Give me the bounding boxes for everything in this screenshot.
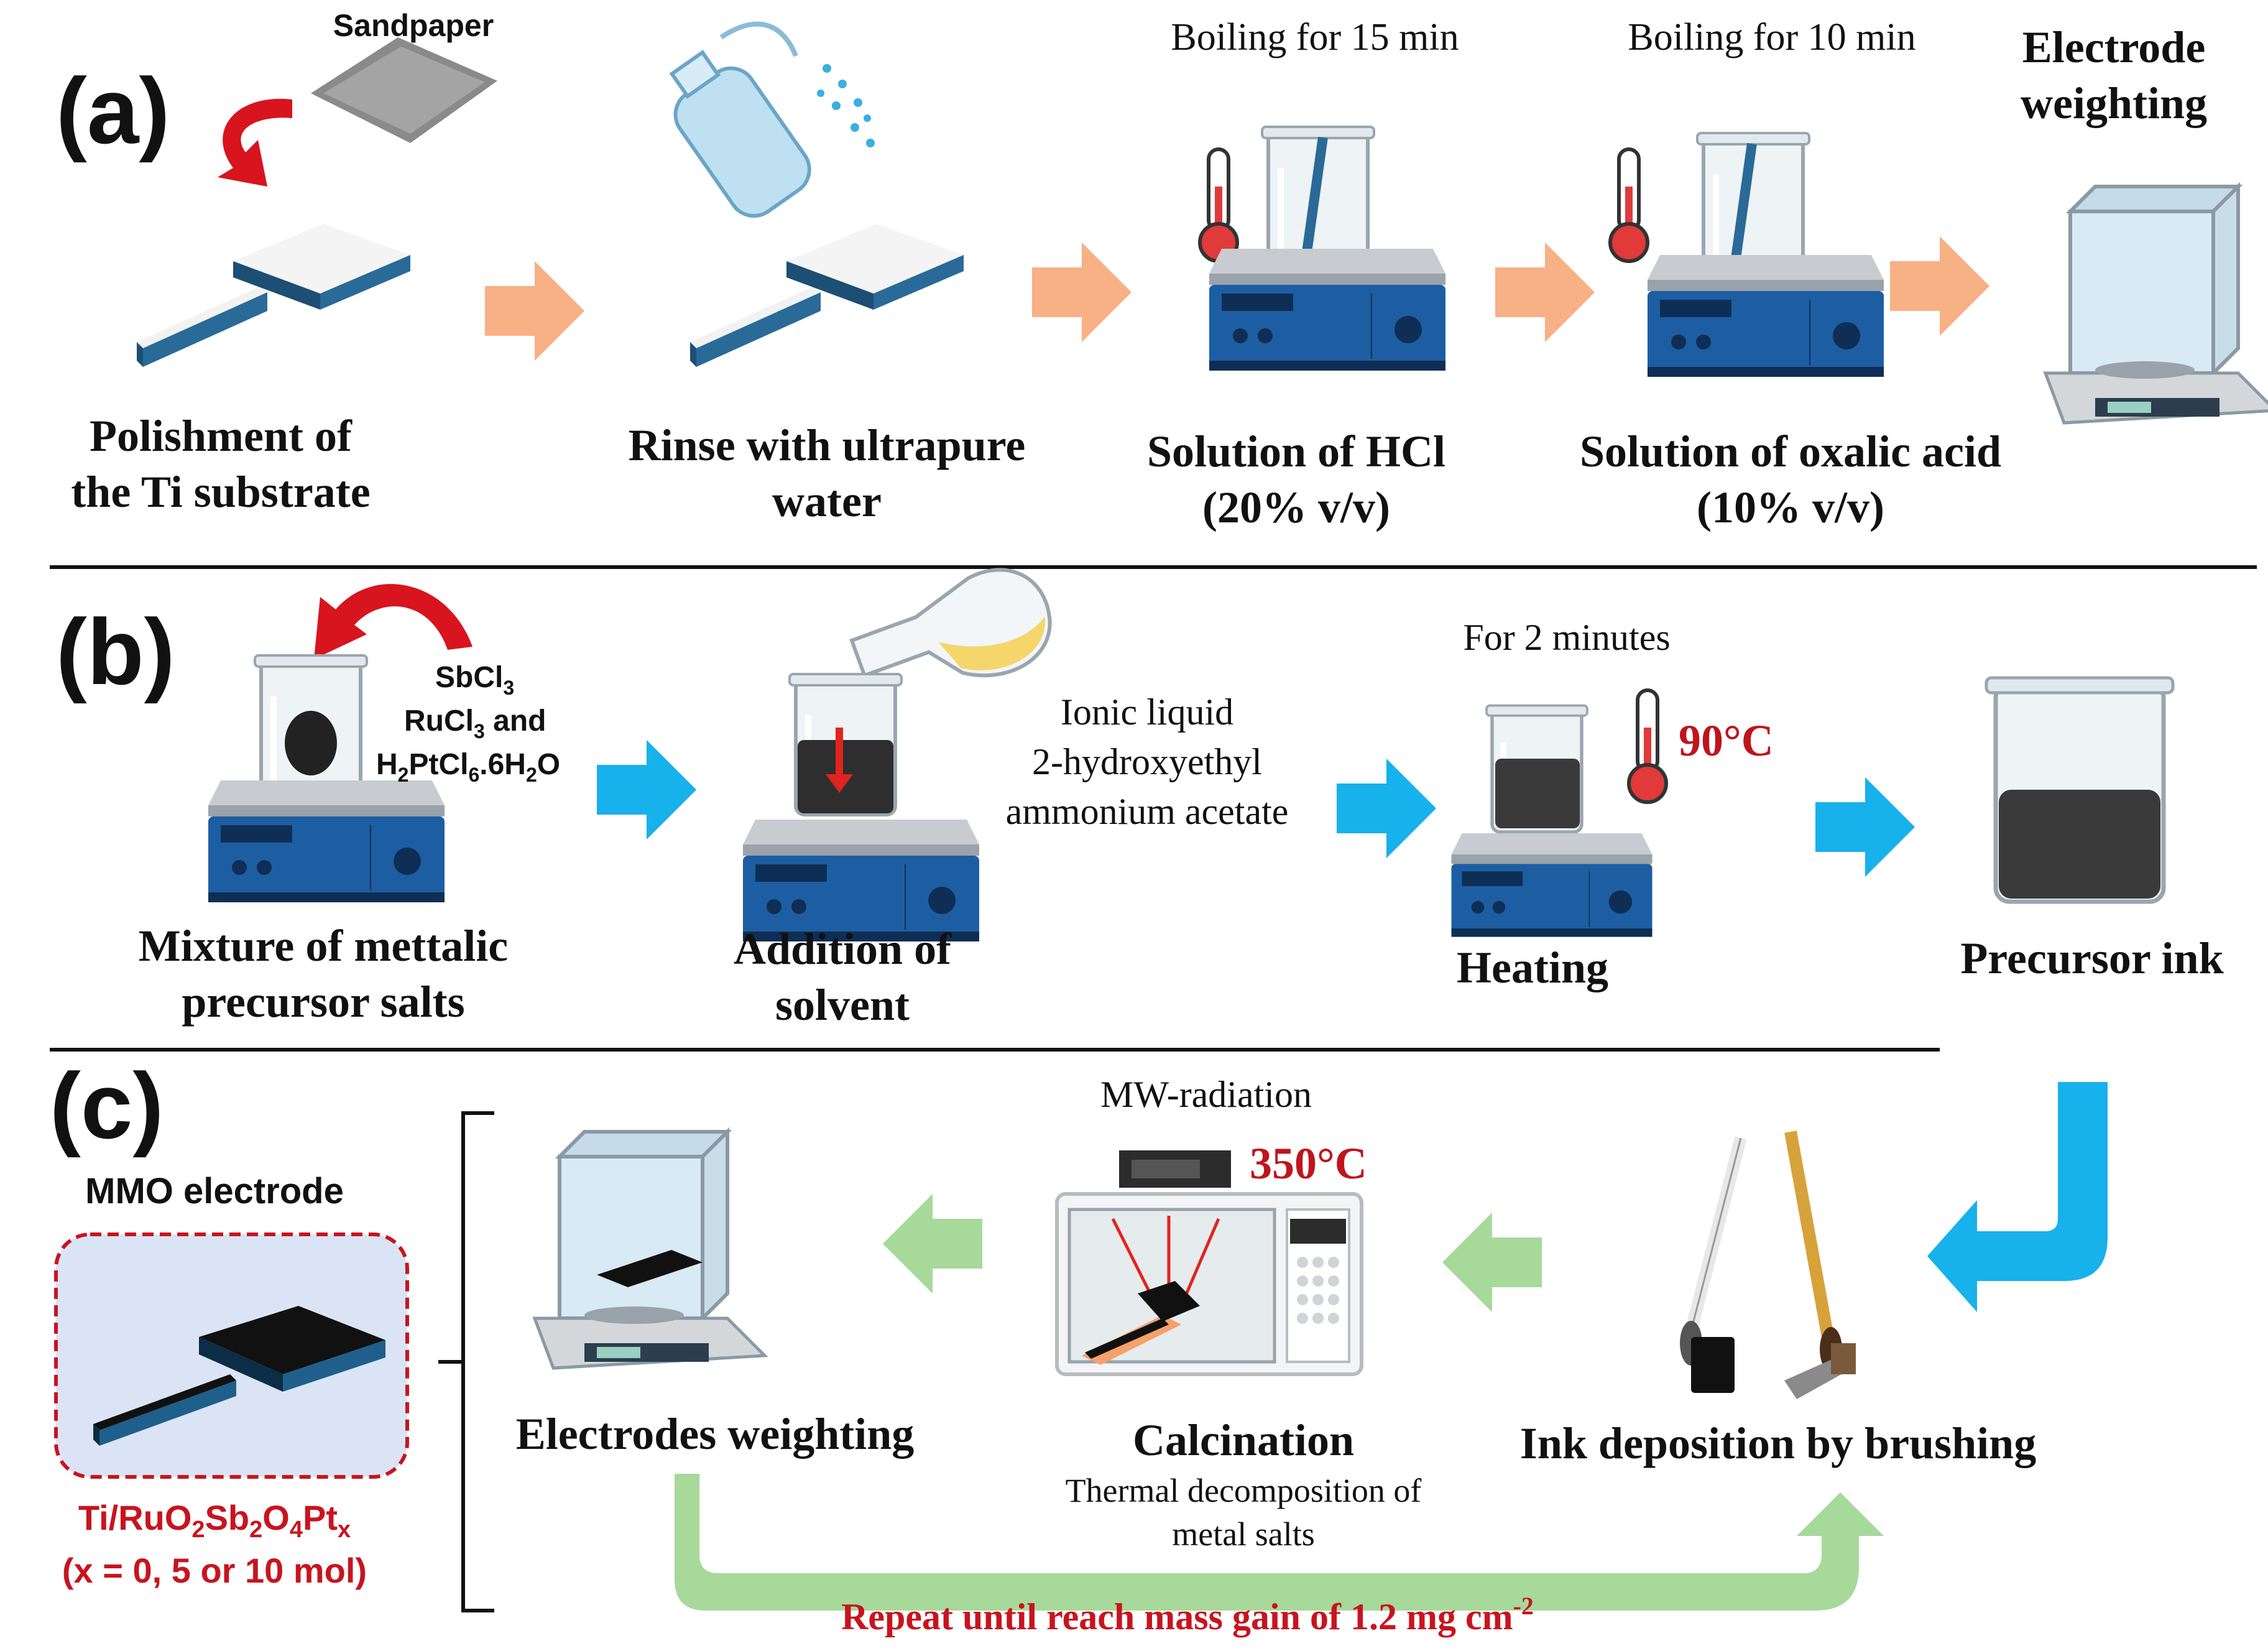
- step-hcl-line1: Solution of HCl: [1147, 427, 1445, 476]
- flask-icon: [849, 568, 1052, 678]
- bracket: [438, 1111, 494, 1612]
- step-mixture-line1: Mixture of mettalic: [139, 921, 508, 971]
- step-oxalic-line1: Solution of oxalic acid: [1580, 427, 2001, 476]
- hotplate-stirrer-icon: [1451, 833, 1653, 937]
- step-solvent-line1: Addition of: [734, 924, 952, 974]
- panel-label-b: (b): [56, 599, 175, 704]
- red-arrow-icon: [218, 98, 292, 187]
- hotplate-stirrer-icon: [1209, 249, 1445, 371]
- repeat-label: Repeat until reach mass gain of 1.2 mg c…: [841, 1592, 1534, 1637]
- arrow-b3: [1815, 777, 1915, 877]
- mmo-formula: Ti/RuO2Sb2O4Ptx: [78, 1498, 351, 1543]
- ink-liquid: [1495, 759, 1580, 828]
- arrow-a4: [1890, 236, 1989, 336]
- step-polishment-line2: the Ti substrate: [71, 467, 370, 517]
- step-rinse-line2: water: [772, 476, 882, 526]
- arrow-b1: [597, 740, 696, 839]
- step-solvent-line2: solvent: [775, 980, 910, 1030]
- step-precursor-ink: Precursor ink: [1960, 933, 2223, 983]
- electrode-weighting-line1: Electrode: [2022, 22, 2206, 72]
- step-polishment-line1: Polishment of: [90, 411, 353, 461]
- arrow-b-to-c: [1927, 1082, 2108, 1312]
- arrow-a3: [1495, 243, 1595, 342]
- hotplate-stirrer-icon: [1648, 255, 1884, 377]
- mmo-electrode-icon: [597, 1250, 703, 1287]
- calcination-temp-label: 350°C: [1250, 1139, 1367, 1188]
- svg-text:RuCl3 and: RuCl3 and: [404, 705, 546, 742]
- thermometer-icon: [1629, 690, 1666, 802]
- for-2-minutes-label: For 2 minutes: [1463, 617, 1670, 658]
- analytical-balance-icon: [2045, 187, 2268, 423]
- heating-temp-label: 90°C: [1679, 716, 1774, 765]
- red-arrow-icon: [836, 728, 843, 777]
- svg-text:H2PtCl6.6H2O: H2PtCl6.6H2O: [376, 748, 560, 786]
- panel-label-c: (c): [50, 1053, 164, 1158]
- sandpaper-label: Sandpaper: [333, 8, 494, 43]
- arrow-b2: [1337, 759, 1436, 858]
- hotplate-stirrer-icon: [743, 820, 979, 941]
- mmo-electrode-title: MMO electrode: [85, 1171, 344, 1211]
- sandpaper-icon: [311, 37, 497, 143]
- arrow-c1: [883, 1194, 982, 1293]
- salts-formula: SbCl3 RuCl3 and H2PtCl6.6H2O: [376, 661, 560, 786]
- panel-label-a: (a): [56, 58, 170, 163]
- mw-radiation-label: MW-radiation: [1100, 1074, 1312, 1115]
- ionic-liquid-line1: Ionic liquid: [1061, 691, 1233, 733]
- ink-beaker-icon: [1691, 1337, 1856, 1399]
- step-heating: Heating: [1457, 943, 1608, 992]
- ionic-liquid-line3: ammonium acetate: [1006, 791, 1289, 832]
- ti-plate-icon: [690, 224, 964, 367]
- ti-plate-icon: [1301, 137, 1328, 262]
- thermometer-icon: [1200, 149, 1237, 261]
- calcination-sub-line1: Thermal decomposition of: [1066, 1472, 1422, 1509]
- step-rinse-line1: Rinse with ultrapure: [629, 420, 1026, 470]
- repeat-loop-arrow: [675, 1474, 1884, 1611]
- mmo-formula-note: (x = 0, 5 or 10 mol): [62, 1551, 367, 1590]
- arrow-c2: [1442, 1213, 1542, 1312]
- calcination-sub-line2: metal salts: [1172, 1515, 1314, 1553]
- arrow-a1: [485, 261, 584, 361]
- hotplate-stirrer-icon: [208, 780, 445, 902]
- brush-icon: [1680, 1131, 1842, 1372]
- step-calcination: Calcination: [1133, 1415, 1354, 1465]
- mmo-electrode-icon: [93, 1306, 385, 1446]
- boil-10-label: Boiling for 10 min: [1628, 16, 1915, 58]
- ti-plate-icon: [1730, 142, 1757, 268]
- wash-bottle-icon: [669, 21, 875, 218]
- red-arrow-icon: [314, 584, 472, 659]
- red-arrow-icon: [826, 774, 853, 793]
- analytical-balance-icon: [535, 1132, 765, 1368]
- step-hcl-line2: (20% v/v): [1202, 483, 1390, 532]
- step-oxalic-line2: (10% v/v): [1697, 483, 1884, 532]
- arrow-a2: [1032, 243, 1132, 342]
- precursor-ink-beaker-icon: [1984, 676, 2175, 904]
- microwave-icon: [1055, 1150, 1363, 1376]
- electrode-weighting-line2: weighting: [2021, 78, 2207, 128]
- step-electrodes-weighting: Electrodes weighting: [516, 1409, 915, 1459]
- salt-powder: [285, 711, 337, 775]
- svg-text:SbCl3: SbCl3: [435, 661, 514, 699]
- step-ink-deposition: Ink deposition by brushing: [1520, 1418, 2036, 1468]
- thermometer-icon: [1610, 149, 1648, 261]
- ti-plate-icon: [137, 224, 410, 367]
- ionic-liquid-line2: 2-hydroxyethyl: [1032, 741, 1262, 782]
- step-mixture-line2: precursor salts: [182, 977, 464, 1027]
- boil-15-label: Boiling for 15 min: [1171, 16, 1459, 58]
